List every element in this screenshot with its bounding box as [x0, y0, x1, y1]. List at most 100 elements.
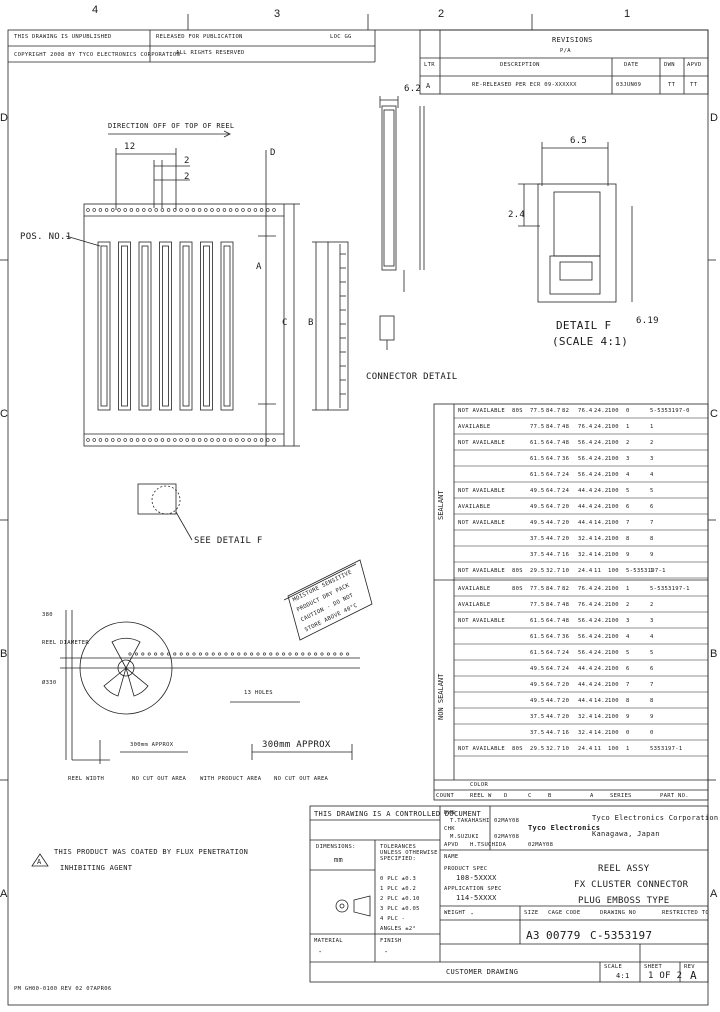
non-sealant-row-cell: 24.4 [578, 746, 593, 752]
sealant-row-cell: 44.4 [578, 520, 593, 526]
tb-weight: - [470, 910, 475, 918]
tb-prod-spec-label: PRODUCT SPEC [444, 866, 488, 872]
sprocket-hole [179, 652, 183, 656]
zone-row-a-right: A [710, 888, 718, 900]
label-reel-diameter: REEL DIAMETER [42, 640, 89, 646]
sprocket-hole [92, 438, 96, 442]
tb-chk-label: CHK [444, 826, 455, 832]
non-sealant-row-cell: 1 [626, 586, 630, 592]
non-sealant-row-cell: 24 [562, 650, 570, 656]
sealant-row-cell: 29.5 [530, 568, 545, 574]
non-sealant-row-cell: 20 [562, 698, 570, 704]
tb-name-1: REEL ASSY [598, 864, 650, 874]
dim-d: D [270, 148, 276, 158]
tb-size: A3 [526, 929, 540, 942]
tb-angles: ANGLES ±2° [380, 926, 417, 932]
sprocket-hole [148, 208, 152, 212]
label-reel-width: REEL WIDTH [68, 776, 105, 782]
sealant-row-cell: 76.4 [578, 408, 593, 414]
sealant-row-cell: 100 [608, 408, 619, 414]
sealant-row-cell: NOT AVAILABLE [458, 440, 505, 446]
label-direction: DIRECTION OFF OF TOP OF REEL [108, 122, 235, 130]
sprocket-hole [179, 438, 183, 442]
zone-row-c-right: C [710, 408, 718, 420]
sprocket-hole [243, 652, 247, 656]
non-sealant-row-cell: 61.5 [530, 618, 545, 624]
sprocket-hole [173, 652, 177, 656]
dim-a: A [256, 262, 262, 272]
tb-company-1: Tyco Electronics Corporation [592, 814, 719, 822]
header-released: RELEASED FOR PUBLICATION [156, 34, 243, 40]
sprocket-hole [111, 208, 115, 212]
non-sealant-row-cell: 24.2 [594, 634, 609, 640]
zone-col-3: 3 [274, 8, 281, 20]
tb-finish: - [384, 948, 389, 956]
non-sealant-row-cell: 6 [626, 666, 630, 672]
sealant-row-cell: 100 [608, 504, 619, 510]
sealant-row-cell: 3 [650, 456, 654, 462]
header-loc: LOC GG [330, 34, 352, 40]
sprocket-hole [253, 438, 258, 442]
non-sealant-row-cell: 37.5 [530, 730, 545, 736]
sprocket-hole [307, 652, 311, 656]
sealant-row-cell: 24.2 [594, 440, 609, 446]
sprocket-hole [320, 652, 324, 656]
sealant-row-cell: 1 [650, 424, 654, 430]
sealant-row-cell: 32.7 [546, 568, 561, 574]
rev-col-desc: DESCRIPTION [500, 62, 540, 68]
zone-row-a-left: A [0, 888, 8, 900]
component-pocket [97, 241, 111, 411]
non-sealant-row-cell: 9 [650, 714, 654, 720]
sprocket-hole [247, 208, 251, 212]
sealant-row-cell: 84.7 [546, 408, 561, 414]
sealant-row-cell: 61.5 [530, 472, 545, 478]
non-sealant-row-cell: 84.7 [546, 586, 561, 592]
label-reel-dia-330: Ø330 [42, 680, 57, 686]
non-sealant-row-cell: 64.7 [546, 682, 561, 688]
non-sealant-row-cell: 32.7 [546, 746, 561, 752]
sealant-row-cell: AVAILABLE [458, 424, 491, 430]
sealant-row-cell: 56.4 [578, 456, 593, 462]
non-sealant-row-cell: 76.4 [578, 586, 593, 592]
sprocket-hole [266, 208, 270, 212]
sealant-row-cell: 24.2 [594, 456, 609, 462]
non-sealant-row-cell: 100 [608, 682, 619, 688]
sealant-row-cell: 20 [562, 536, 570, 542]
sprocket-hole [98, 438, 103, 442]
sprocket-hole [117, 208, 121, 212]
sealant-row-cell: 24.2 [594, 472, 609, 478]
sprocket-hole [259, 208, 264, 212]
sealant-row-cell: 44.7 [546, 520, 561, 526]
tb-company-2: Kanagawa, Japan [592, 830, 660, 838]
non-sealant-row-cell: 56.4 [578, 650, 593, 656]
sheet-border [7, 29, 709, 1006]
sprocket-hole [266, 438, 270, 442]
sprocket-hole [135, 438, 140, 442]
zone-row-d-right: D [710, 112, 718, 124]
sealant-row-cell: 24.2 [594, 424, 609, 430]
sprocket-hole [129, 208, 134, 212]
sprocket-hole [147, 652, 151, 656]
sprocket-hole [224, 652, 228, 656]
label-approx-b: 300mm APPROX [262, 740, 331, 750]
sprocket-hole [142, 438, 146, 442]
sealant-row-cell: 9 [626, 552, 630, 558]
sprocket-hole [228, 208, 233, 212]
note-line-2: INHIBITING AGENT [60, 864, 133, 872]
sealant-row-cell: 61.5 [530, 456, 545, 462]
sealant-row-cell: 32.4 [578, 536, 593, 542]
non-sealant-row-cell: 2 [650, 602, 654, 608]
non-sealant-row-cell: 36 [562, 634, 570, 640]
sprocket-hole [104, 208, 109, 212]
sprocket-hole [210, 208, 214, 212]
non-sealant-row-cell: 48 [562, 618, 570, 624]
sprocket-hole [117, 438, 121, 442]
component-pocket [138, 241, 152, 411]
sealant-row-cell: 100 [608, 552, 619, 558]
non-sealant-row-cell: 37.5 [530, 714, 545, 720]
sprocket-hole [191, 208, 196, 212]
sealant-row-cell: 100 [608, 488, 619, 494]
sealant-row-cell: 11 [594, 568, 602, 574]
tb-dim-label: DIMENSIONS: [316, 844, 356, 850]
non-sealant-row-cell: 24.2 [594, 618, 609, 624]
